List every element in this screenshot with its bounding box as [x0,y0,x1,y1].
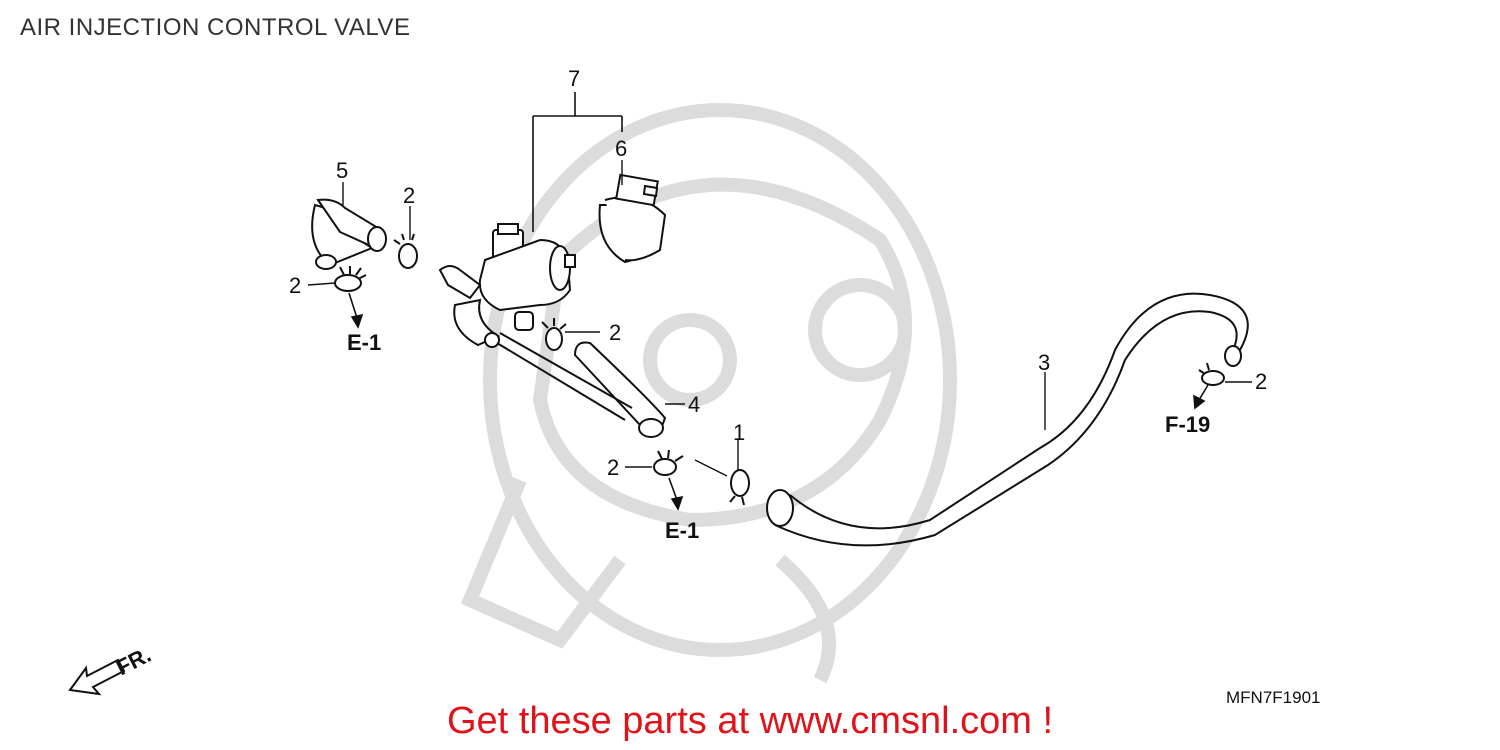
part-7-valve-body [438,223,576,348]
callout-7: 7 [568,66,580,91]
part-4-hose [496,332,667,438]
reference-arrows [348,292,1209,511]
callout-2-a: 2 [403,183,415,208]
callout-4: 4 [688,392,700,417]
callout-1: 1 [733,420,745,445]
part-3-long-hose [766,292,1249,547]
reference-e1-bottom: E-1 [665,518,699,543]
callout-5: 5 [336,158,348,183]
callout-2-d: 2 [607,455,619,480]
callout-bracket-7 [532,92,623,232]
promo-banner-link[interactable]: Get these parts at www.cmsnl.com ! [446,700,1054,742]
diagram-code: MFN7F1901 [1226,688,1321,707]
part-2-clip-a [393,233,418,269]
watermark-logo [460,103,957,684]
part-1-clip [729,469,750,506]
part-2-clip-c [541,318,567,351]
diagram-title: AIR INJECTION CONTROL VALVE [20,14,411,41]
part-6-bracket [598,173,667,264]
reference-e1-left: E-1 [347,330,381,355]
part-2-clip-e [1198,362,1225,386]
part-2-clip-d [653,449,684,476]
part-5-elbow-hose [311,198,387,270]
callout-6: 6 [615,136,627,161]
reference-f19: F-19 [1165,412,1210,437]
callout-2-e: 2 [1255,369,1267,394]
callout-2-c: 2 [609,320,621,345]
part-2-clip-b [334,266,367,292]
callout-2-b: 2 [289,273,301,298]
front-direction-arrow [68,658,126,696]
callout-3: 3 [1038,350,1050,375]
leader-lines [307,160,1252,477]
